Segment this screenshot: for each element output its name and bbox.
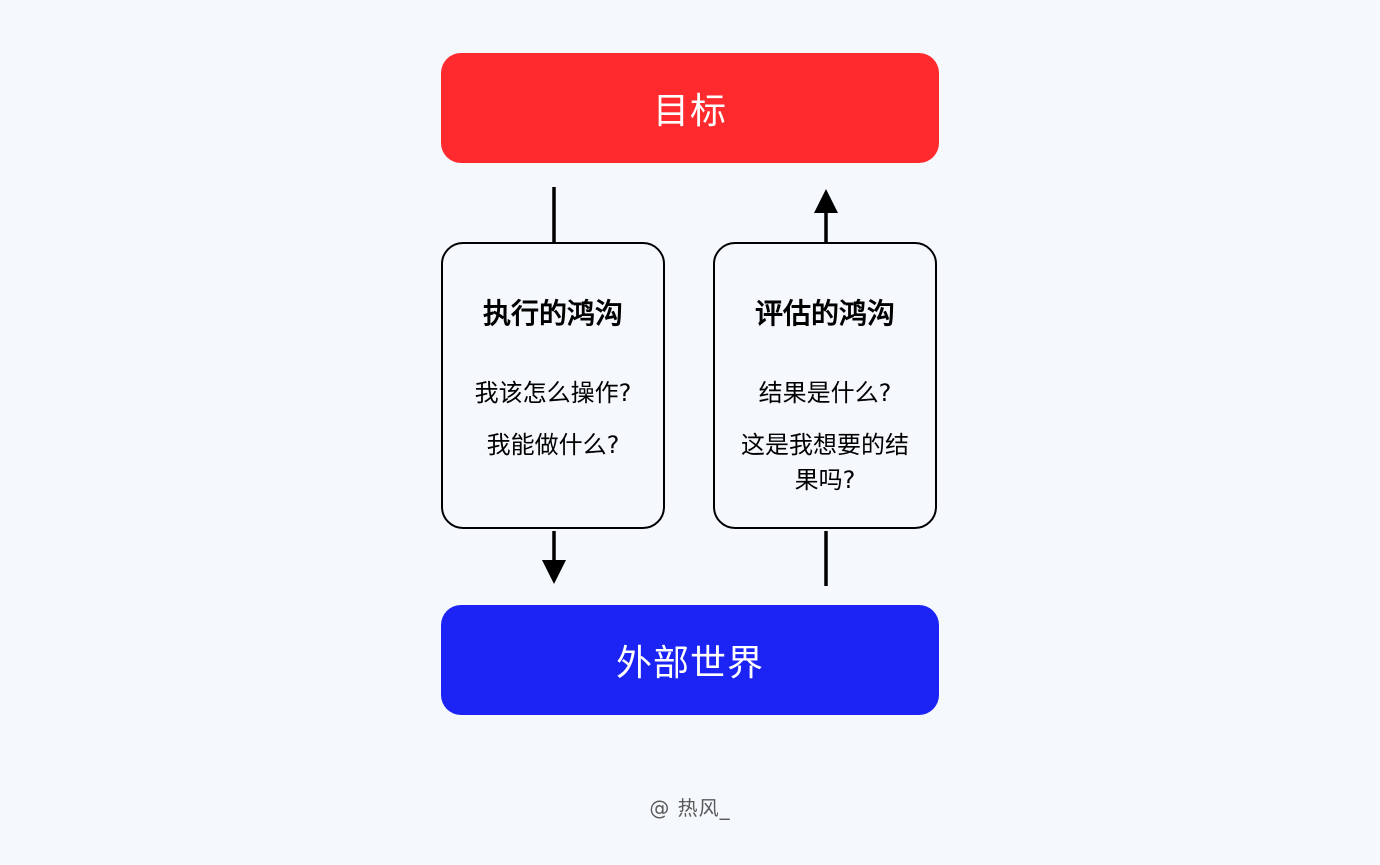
execution-question-1: 我该怎么操作?: [474, 379, 632, 407]
external-world-block: 外部世界: [441, 605, 939, 715]
evaluation-question-2: 这是我想要的结果吗?: [741, 431, 909, 494]
evaluation-question-1: 结果是什么?: [758, 379, 892, 407]
evaluation-arrowhead-up: [814, 189, 838, 213]
execution-arrowhead-down: [542, 560, 566, 584]
execution-question-2: 我能做什么?: [486, 431, 620, 459]
goal-block: 目标: [441, 53, 939, 163]
gulf-of-execution-card: 执行的鸿沟 我该怎么操作? 我能做什么?: [441, 242, 665, 529]
external-world-label: 外部世界: [615, 643, 764, 684]
gulf-of-evaluation-questions: 结果是什么? 这是我想要的结果吗?: [733, 376, 917, 515]
gulf-of-evaluation-card: 评估的鸿沟 结果是什么? 这是我想要的结果吗?: [713, 242, 937, 529]
gulf-of-execution-questions: 我该怎么操作? 我能做什么?: [461, 376, 645, 480]
goal-label: 目标: [652, 91, 727, 132]
author-credit: @ 热风_: [649, 796, 731, 820]
gulf-of-execution-title: 执行的鸿沟: [482, 297, 623, 330]
gulf-of-evaluation-title: 评估的鸿沟: [754, 297, 895, 330]
